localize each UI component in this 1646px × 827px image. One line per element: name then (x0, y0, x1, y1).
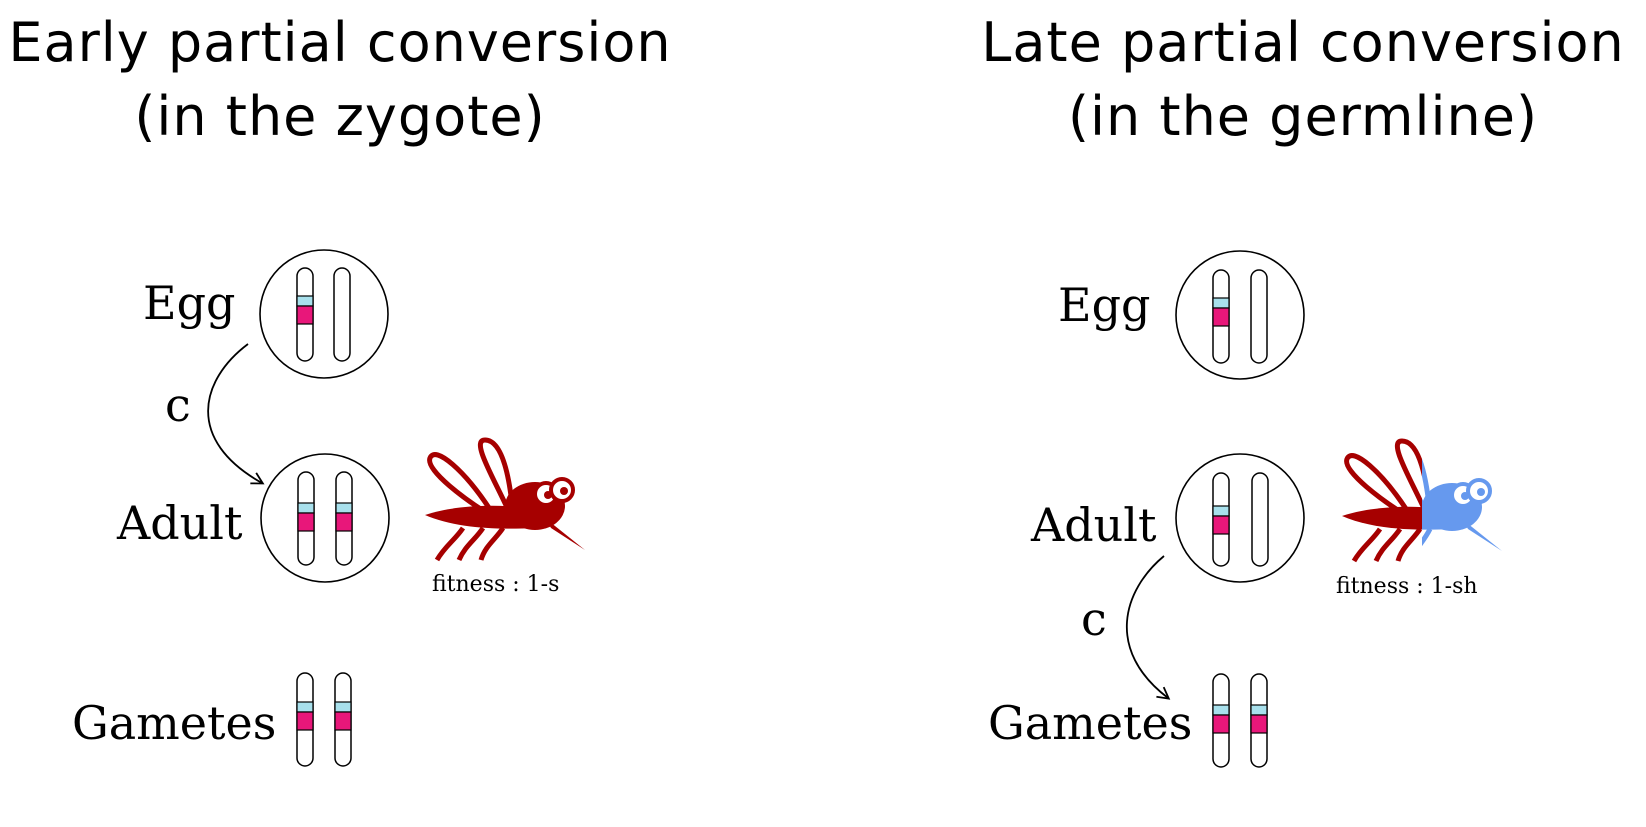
chromosome-drive-icon (1212, 673, 1230, 768)
mosquito-homozygous-icon (425, 437, 585, 562)
chromosome-drive-icon (335, 471, 353, 566)
conversion-rate-label: c (165, 378, 191, 432)
gametes-icon (296, 672, 352, 767)
egg-label: Egg (143, 276, 236, 330)
chromosome-drive-icon (1250, 673, 1268, 768)
late-conversion-graphics (1126, 250, 1502, 768)
gametes-icon (1212, 673, 1268, 768)
chromosome-drive-icon (1212, 269, 1230, 364)
adult-label: Adult (1031, 498, 1157, 552)
chromosome-drive-icon (296, 267, 314, 362)
chromosome-drive-icon (1212, 472, 1230, 567)
egg-cell-icon (1175, 250, 1305, 380)
chromosome-drive-icon (297, 471, 315, 566)
curved-arrow-icon (207, 343, 265, 485)
chromosome-drive-icon (296, 672, 314, 767)
mosquito-heterozygous-icon (1342, 438, 1502, 563)
title-line-1: Late partial conversion (981, 11, 1625, 74)
fitness-label: fitness : 1-s (432, 572, 560, 597)
curved-arrow-icon (1126, 555, 1171, 700)
title-line-1: Early partial conversion (8, 11, 672, 74)
title-line-2: (in the germline) (1067, 85, 1539, 148)
chromosome-wild-icon (1250, 269, 1268, 364)
adult-label: Adult (117, 496, 243, 550)
panel-title: Late partial conversion (in the germline… (963, 6, 1643, 154)
title-line-2: (in the zygote) (134, 85, 546, 148)
conversion-rate-label: c (1081, 592, 1107, 646)
late-conversion-panel: Late partial conversion (in the germline… (823, 0, 1646, 827)
chromosome-wild-icon (1251, 472, 1269, 567)
egg-label: Egg (1058, 278, 1151, 332)
fitness-label: fitness : 1-sh (1336, 574, 1478, 599)
adult-cell-icon (1175, 453, 1305, 583)
chromosome-wild-icon (333, 267, 351, 362)
gametes-label: Gametes (72, 696, 277, 750)
panel-title: Early partial conversion (in the zygote) (0, 6, 680, 154)
egg-cell-icon (259, 249, 389, 379)
adult-cell-icon (260, 453, 390, 583)
chromosome-drive-icon (334, 672, 352, 767)
gametes-label: Gametes (988, 696, 1193, 750)
early-conversion-panel: Early partial conversion (in the zygote)… (0, 6, 680, 767)
early-conversion-graphics (207, 249, 585, 767)
